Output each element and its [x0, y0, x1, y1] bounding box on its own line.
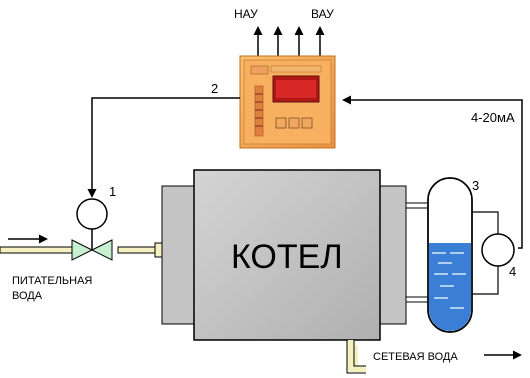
current-label: 4-20мА	[471, 110, 515, 125]
control-valve	[71, 228, 113, 261]
network-water-pipe	[346, 340, 366, 374]
callout-level-vessel: 3	[472, 178, 479, 193]
boiler	[161, 169, 407, 341]
feedback-signal-line	[342, 95, 523, 249]
vau-label: ВАУ	[311, 7, 334, 21]
feed-water-label-line1: ПИТАТЕЛЬНАЯ	[12, 275, 92, 287]
feed-water-label-line2: ВОДА	[12, 290, 43, 302]
level-vessel	[427, 177, 473, 333]
controller-buttons	[275, 117, 313, 129]
controller-device	[239, 55, 336, 149]
controller-led-column	[254, 85, 264, 137]
callout-level-sensor: 4	[509, 264, 516, 279]
callout-valve-actuator: 1	[109, 184, 116, 199]
output-arrows	[253, 26, 325, 60]
vessel-connections	[406, 202, 428, 303]
nau-label: НАУ	[234, 7, 258, 21]
callout-controller: 2	[211, 81, 218, 96]
valve-actuator	[76, 198, 108, 230]
boiler-label: КОТЕЛ	[231, 238, 343, 276]
network-water-label: СЕТЕВАЯ ВОДА	[373, 351, 458, 363]
level-sensor	[472, 211, 515, 295]
control-signal-line	[87, 97, 240, 198]
